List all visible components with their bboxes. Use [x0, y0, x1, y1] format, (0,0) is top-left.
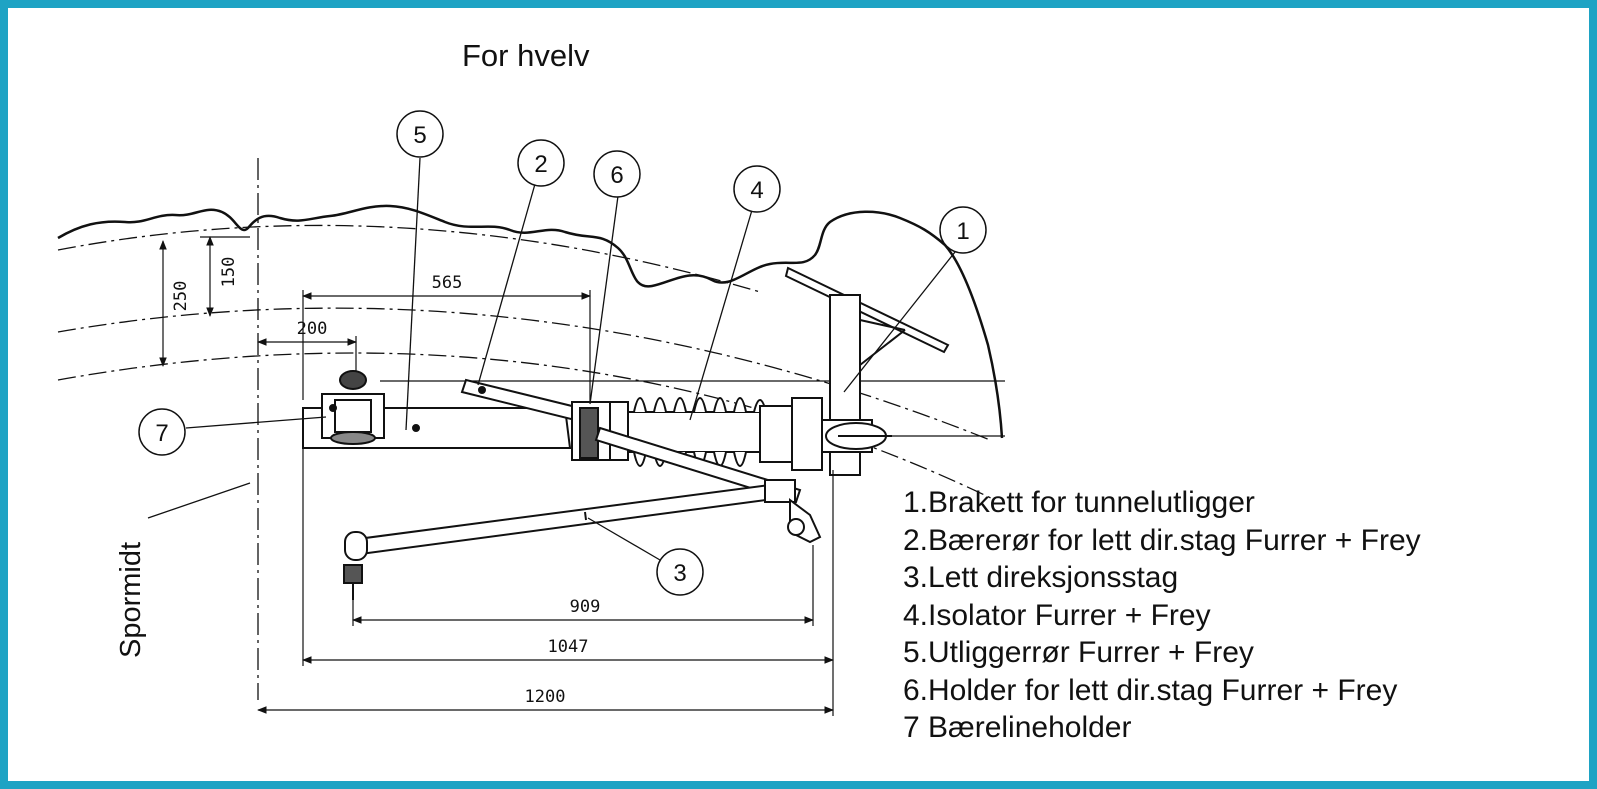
track-center-label: Spormidt [115, 542, 147, 658]
dim-200-label: 200 [297, 319, 328, 339]
callout-6-circle [593, 150, 641, 198]
registration-arm [343, 479, 822, 600]
legend-item-2: 2.Bærerør for lett dir.stag Furrer + Fre… [903, 523, 1421, 557]
parts-legend: 1.Brakett for tunnelutligger 2.Bærerør f… [903, 484, 1421, 747]
tunnel-bracket [784, 266, 950, 476]
callout-4-label: 4 [750, 177, 763, 204]
legend-item-3: 3.Lett direksjonsstag [903, 561, 1179, 594]
callout-5-circle [396, 110, 444, 158]
dim-1047-label: 1047 [548, 637, 589, 657]
callout-4-circle [733, 165, 781, 213]
callout-1-circle [939, 206, 987, 254]
diagram-title: For hvelv [462, 38, 590, 73]
legend-item-5: 5.Utliggerrør Furrer + Frey [903, 636, 1254, 669]
legend-item-4: 4.Isolator Furrer + Frey [903, 598, 1211, 632]
dim-150-label: 150 [219, 257, 239, 288]
dim-250-label: 250 [171, 281, 191, 312]
tunnel-rock-surface [57, 204, 1004, 439]
dim-1200-label: 1200 [525, 687, 566, 707]
catenary-holder [321, 370, 385, 445]
callout-3-circle [656, 548, 704, 596]
callout-7-label: 7 [155, 420, 168, 447]
callout-7-circle [138, 408, 186, 456]
callout-6-label: 6 [610, 162, 623, 189]
callout-5-label: 5 [413, 122, 426, 149]
dim-565-label: 565 [432, 273, 463, 293]
callout-2-label: 2 [534, 151, 547, 178]
callout-3-label: 3 [673, 560, 686, 587]
legend-item-7: 7 Bærelineholder [903, 711, 1132, 744]
callout-2-circle [517, 139, 565, 187]
legend-item-1: 1.Brakett for tunnelutligger [903, 486, 1255, 519]
dim-909-label: 909 [570, 597, 601, 617]
legend-item-6: 6.Holder for lett dir.stag Furrer + Frey [903, 673, 1398, 707]
callout-1-label: 1 [956, 218, 969, 245]
